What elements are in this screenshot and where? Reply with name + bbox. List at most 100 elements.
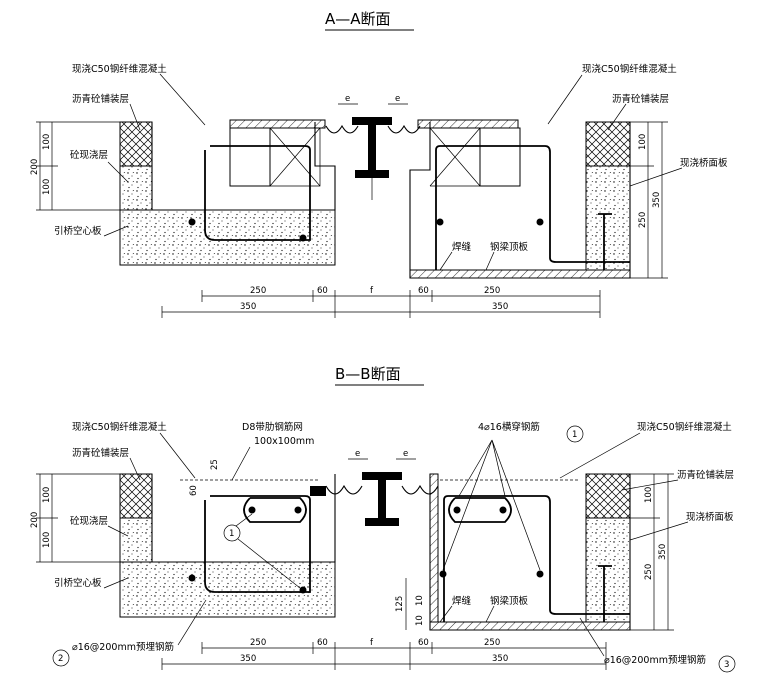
dim-b60r-b: 60 xyxy=(418,638,429,648)
cast-layer-left-b xyxy=(119,517,153,563)
dim-350-ar: 350 xyxy=(652,192,662,208)
callout-2-text: 2 xyxy=(58,654,63,664)
anchor-box-right xyxy=(479,127,521,187)
rebar-dot-right-b2 xyxy=(499,506,507,514)
stud-a xyxy=(598,213,612,270)
dim-b250r-a: 250 xyxy=(484,286,500,296)
dim-b250l-a: 250 xyxy=(250,286,266,296)
dim-200-a: 200 xyxy=(30,159,40,175)
stud-b xyxy=(598,565,612,622)
label-cast-concrete-left-b: 现浇C50钢纤维混凝土 xyxy=(72,421,167,433)
rebar-dot-left-b2 xyxy=(294,506,302,514)
dim-100-br: 100 xyxy=(644,487,654,503)
callout-3 xyxy=(718,655,736,673)
rebar-dot-left-1 xyxy=(188,218,196,226)
section-a-title: A—A断面 xyxy=(325,10,391,28)
edge-plate-right-b xyxy=(429,473,439,623)
dim-250-br: 250 xyxy=(644,564,654,580)
approach-slab-left xyxy=(119,209,336,266)
dim-b350l-b: 350 xyxy=(240,654,256,664)
leader-cast-layer xyxy=(107,161,129,183)
label-cast-layer-b: 砼现浇层 xyxy=(70,515,108,527)
rebar-right-1 xyxy=(435,145,545,270)
leader-weld-b xyxy=(439,605,453,623)
anchor-box-left-x xyxy=(269,127,321,187)
asphalt-layer-left xyxy=(119,121,153,167)
label-weld: 焊缝 xyxy=(452,241,472,253)
dim-b60l-b: 60 xyxy=(317,638,328,648)
dim-100-b1: 100 xyxy=(42,487,52,503)
rebar-dot-right-1 xyxy=(436,218,444,226)
center-rail-top xyxy=(352,117,392,125)
dim-125-b: 125 xyxy=(395,596,405,612)
dim-b60r-a: 60 xyxy=(418,286,429,296)
leader-cast-concrete-left xyxy=(159,73,206,126)
label-embed-right: ⌀16@200mm预埋钢筋 xyxy=(604,654,706,666)
label-cross-bars: 4⌀16横穿钢筋 xyxy=(478,421,540,433)
rebar-dot-left-b1 xyxy=(248,506,256,514)
rebar-right-b1 xyxy=(443,495,545,622)
section-b: B—B断面 1 xyxy=(30,365,736,673)
rebar-dot-left-b3 xyxy=(188,574,196,582)
dim-e1-b: e xyxy=(355,449,360,459)
callout-1-left-leaders xyxy=(235,513,301,589)
dim-100-b2: 100 xyxy=(42,532,52,548)
label-mesh-size: 100x100mm xyxy=(254,436,314,447)
label-cast-layer: 砼现浇层 xyxy=(70,149,108,161)
leader-asphalt-left-b xyxy=(129,457,141,481)
label-asphalt-right-b: 沥青砼铺装层 xyxy=(677,469,734,481)
dim-b350r-a: 350 xyxy=(492,302,508,312)
rebar-left xyxy=(204,145,311,241)
center-rail-web xyxy=(368,125,376,170)
dim-e2: e xyxy=(395,94,400,104)
dim-b60l-a: 60 xyxy=(317,286,328,296)
rebar-dot-right-b1 xyxy=(453,506,461,514)
label-deck-slab-b: 现浇桥面板 xyxy=(686,511,734,523)
rebar-dot-left-b4 xyxy=(299,586,307,594)
leader-asphalt-right xyxy=(607,103,627,131)
callout-3-text: 3 xyxy=(724,660,729,670)
seal-left xyxy=(325,124,359,134)
dim-200-b: 200 xyxy=(30,512,40,528)
leader-approach-slab-b xyxy=(103,577,129,589)
rebar-right-b2 xyxy=(544,495,630,615)
leader-cast-layer-b xyxy=(107,525,129,537)
anchor-box-right-x xyxy=(429,127,481,187)
leader-mesh xyxy=(231,446,251,481)
label-embed-left: ⌀16@200mm预埋钢筋 xyxy=(72,641,174,653)
rebar-dot-right-2 xyxy=(536,218,544,226)
dim-h-ticks-b xyxy=(161,642,607,670)
steel-top-plate-b xyxy=(429,621,631,631)
dim-10-b1: 10 xyxy=(415,595,425,606)
dim-e2-b: e xyxy=(403,449,408,459)
dim-25-b: 25 xyxy=(210,459,220,470)
label-cast-concrete-left: 现浇C50钢纤维混凝土 xyxy=(72,63,167,75)
label-approach-slab: 引桥空心板 xyxy=(54,225,102,237)
loop-rebar-left-b xyxy=(243,497,307,523)
rebar-right-2 xyxy=(544,145,630,263)
leader-deck-slab xyxy=(629,167,683,187)
label-approach-slab-b: 引桥空心板 xyxy=(54,577,102,589)
dim-100-a2: 100 xyxy=(42,179,52,195)
rebar-dot-right-b3 xyxy=(439,570,447,578)
edge-angle-left-b xyxy=(310,486,326,496)
section-b-title: B—B断面 xyxy=(335,365,401,383)
dim-h-ticks-a xyxy=(161,290,601,318)
seal-left-b xyxy=(325,484,363,495)
dim-b350r-b: 350 xyxy=(492,654,508,664)
asphalt-layer-right-b xyxy=(585,473,631,519)
center-rail-bottom-b xyxy=(365,518,399,526)
dim-60-b: 60 xyxy=(189,485,199,496)
leader-approach-slab xyxy=(103,225,129,237)
deck-slab-right-b xyxy=(585,517,631,623)
asphalt-layer-right xyxy=(585,121,631,167)
label-weld-b: 焊缝 xyxy=(452,595,472,607)
cast-concrete-left-b xyxy=(151,474,336,563)
label-mesh: D8带肋钢筋网 xyxy=(242,421,303,433)
callout-1-top-text: 1 xyxy=(572,430,577,440)
deck-slab-right xyxy=(585,165,631,271)
dim-e1: e xyxy=(345,94,350,104)
leader-cast-concrete-left-b xyxy=(159,432,196,479)
center-rail-top-b xyxy=(362,472,402,480)
